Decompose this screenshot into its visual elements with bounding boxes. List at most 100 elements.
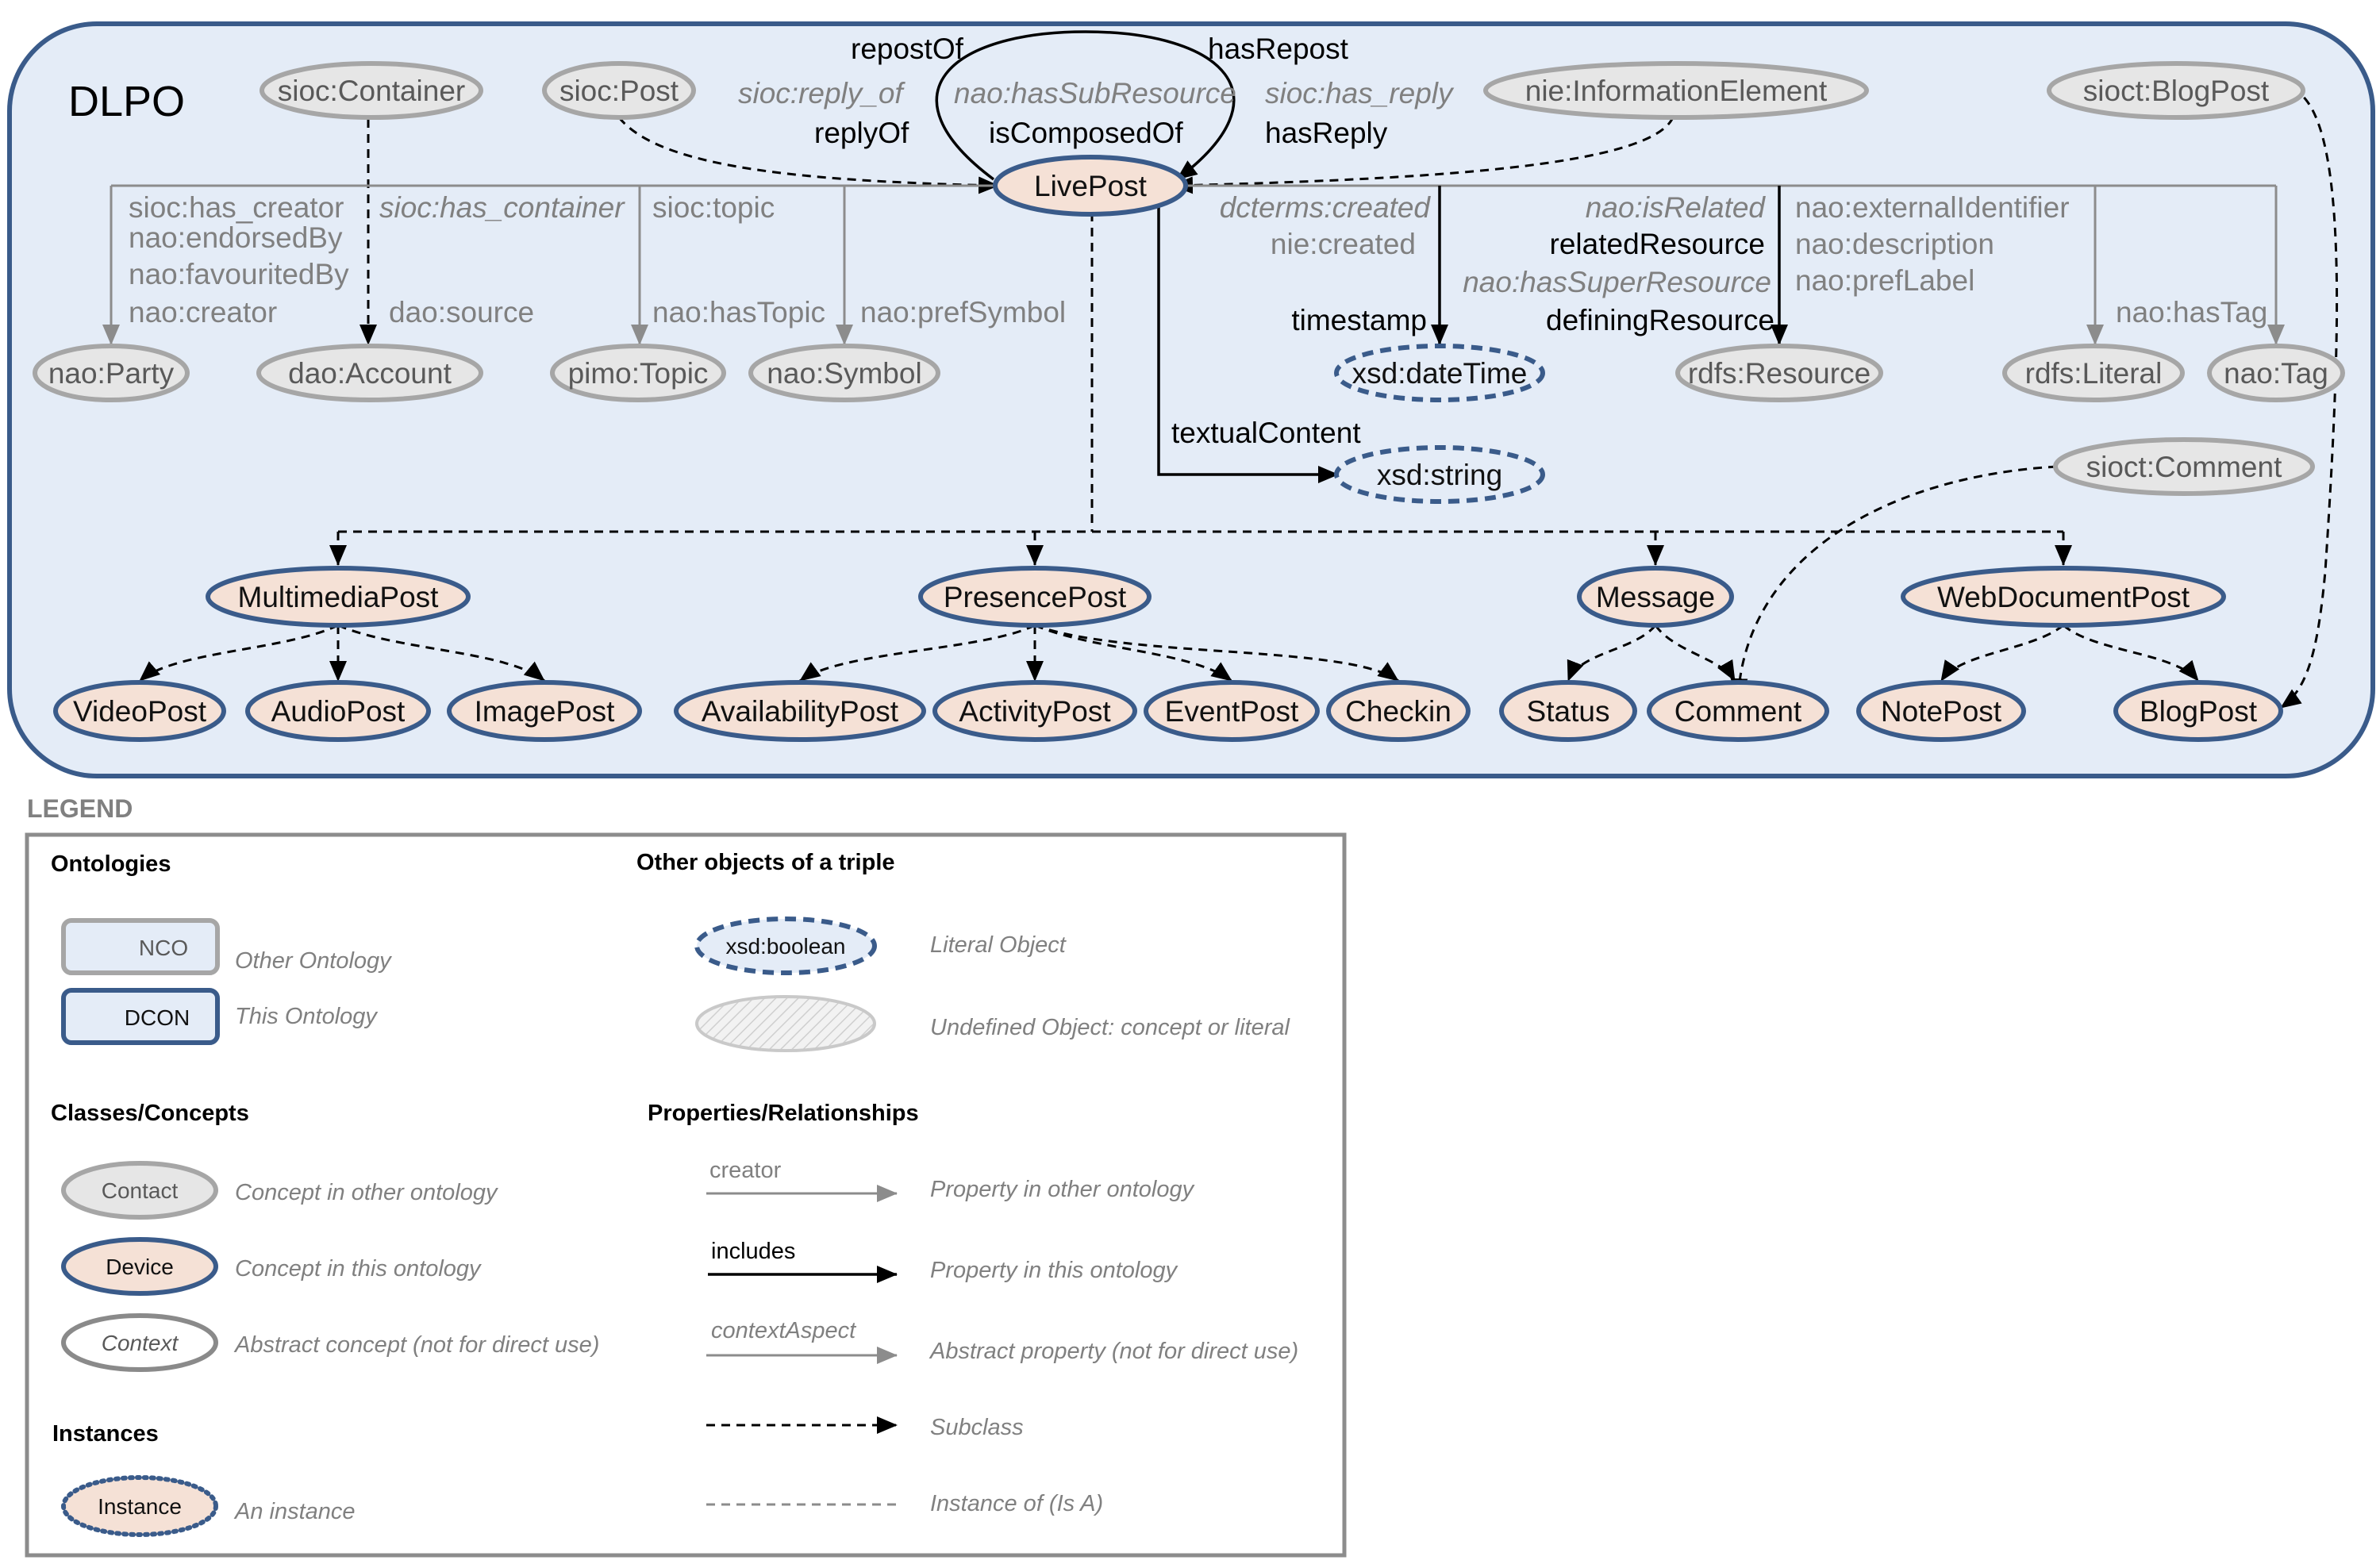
node-label: rdfs:Resource [1688, 357, 1871, 390]
legend-instance-sample [61, 1475, 218, 1537]
label-dao-source: dao:source [389, 296, 534, 329]
node-label: dao:Account [288, 357, 452, 390]
node-label: sioc:Post [559, 75, 679, 107]
legend-instance-desc: An instance [233, 1499, 356, 1524]
node-label: xsd:dateTime [1352, 357, 1528, 390]
node-presence-post: PresencePost [918, 566, 1152, 628]
legend-undefined-desc: Undefined Object: concept or literal [930, 1015, 1291, 1040]
legend-concept-other-sample-label: Contact [102, 1178, 179, 1203]
node-label: WebDocumentPost [1937, 581, 2190, 613]
node-comment: Comment [1647, 680, 1829, 742]
node-label: sioc:Container [278, 75, 466, 107]
label-nao-has-super-resource: nao:hasSuperResource [1463, 266, 1771, 298]
edge-to-notepost [1940, 624, 2064, 682]
legend-this-ontology-desc: This Ontology [235, 1004, 378, 1029]
node-dao-account: dao:Account [256, 344, 483, 402]
label-sioc-reply-of: sioc:reply_of [738, 77, 905, 110]
label-nao-endorsed-by: nao:endorsedBy [129, 221, 343, 254]
node-label: PresencePost [944, 581, 1127, 613]
node-label: Comment [1674, 695, 1802, 728]
legend-instances-heading: Instances [52, 1421, 159, 1447]
legend-property-this-sample: includes [711, 1239, 795, 1264]
edge-to-checkin [1034, 624, 1399, 682]
legend-this-ontology-sample [61, 988, 220, 1045]
legend: LEGEND Ontologies NCO Other Ontology DCO… [25, 794, 1347, 1558]
node-label: nao:Party [48, 357, 175, 390]
legend-concept-this-desc: Concept in this ontology [235, 1256, 482, 1282]
node-image-post: ImagePost [447, 680, 642, 742]
node-label: nie:InformationElement [1525, 75, 1828, 107]
legend-classes-heading: Classes/Concepts [51, 1101, 249, 1126]
node-availability-post: AvailabilityPost [674, 680, 926, 742]
node-label: ImagePost [475, 695, 616, 728]
node-label: MultimediaPost [238, 581, 440, 613]
node-blog-post: BlogPost [2113, 680, 2283, 742]
label-nie-created: nie:created [1271, 228, 1416, 260]
legend-frame [25, 832, 1347, 1558]
label-nao-description: nao:description [1795, 228, 1994, 260]
legend-literal-sample [694, 916, 877, 975]
label-nao-favourited-by: nao:favouritedBy [129, 258, 349, 290]
node-sioct-comment: sioct:Comment [2053, 437, 2315, 496]
legend-subclass-desc: Subclass [930, 1415, 1024, 1440]
label-repost-of: repostOf [851, 33, 964, 65]
node-nao-tag: nao:Tag [2207, 344, 2345, 402]
edge-to-blogpost [2063, 624, 2200, 682]
node-label: Status [1527, 695, 1610, 728]
legend-instance-sample-label: Instance [98, 1494, 182, 1519]
label-nao-has-tag: nao:hasTag [2116, 296, 2267, 329]
node-label: pimo:Topic [568, 357, 709, 390]
node-activity-post: ActivityPost [932, 680, 1137, 742]
legend-objects-heading: Other objects of a triple [636, 850, 895, 875]
label-timestamp: timestamp [1291, 304, 1427, 336]
legend-concept-abstract-sample [61, 1313, 218, 1372]
node-pimo-topic: pimo:Topic [550, 344, 726, 402]
node-sioc-post: sioc:Post [542, 61, 696, 120]
edge-to-availabilitypost [799, 624, 1036, 682]
node-label: LivePost [1034, 170, 1148, 202]
legend-concept-other-desc: Concept in other ontology [235, 1180, 498, 1205]
legend-instance-of-desc: Instance of (Is A) [930, 1491, 1103, 1516]
edge-nie-to-livepost [1172, 117, 1674, 194]
node-label: AvailabilityPost [702, 695, 899, 728]
node-sioc-container: sioc:Container [260, 61, 483, 120]
legend-literal-desc: Literal Object [930, 932, 1067, 958]
node-message: Message [1577, 566, 1734, 628]
label-has-reply: hasReply [1265, 117, 1388, 149]
legend-property-other-desc: Property in other ontology [930, 1177, 1195, 1202]
node-label: ActivityPost [959, 695, 1111, 728]
node-nao-party: nao:Party [33, 344, 190, 402]
edges [102, 30, 2339, 709]
legend-undefined-sample [695, 995, 876, 1052]
edge-to-videopost [139, 624, 339, 682]
label-nao-has-sub-resource: nao:hasSubResource [954, 77, 1236, 110]
node-label: nao:Tag [2224, 357, 2328, 390]
node-label: Checkin [1345, 695, 1451, 728]
node-label: nao:Symbol [767, 357, 921, 390]
label-is-composed-of: isComposedOf [989, 117, 1183, 149]
label-dcterms-created: dcterms:created [1220, 191, 1432, 224]
legend-property-other-sample: creator [709, 1158, 782, 1183]
node-sioct-blogpost: sioct:BlogPost [2047, 61, 2305, 120]
node-label: sioct:Comment [2086, 451, 2282, 483]
legend-title: LEGEND [27, 794, 133, 823]
node-label: Message [1596, 581, 1715, 613]
legend-other-ontology-desc: Other Ontology [235, 948, 392, 974]
edge-to-status [1567, 624, 1657, 682]
node-event-post: EventPost [1144, 680, 1320, 742]
edge-reply-loop [935, 30, 1236, 181]
legend-literal-sample-label: xsd:boolean [725, 934, 845, 959]
node-label: rdfs:Literal [2025, 357, 2163, 390]
legend-concept-this-sample-label: Device [106, 1255, 174, 1279]
label-nao-external-identifier: nao:externalIdentifier [1795, 191, 2070, 224]
label-sioc-has-container: sioc:has_container [379, 191, 625, 224]
edge-labels: repostOf hasRepost sioc:reply_of replyOf… [129, 33, 2267, 449]
edge-sioc-post-to-livepost [617, 117, 999, 194]
node-label: AudioPost [271, 695, 406, 728]
label-nao-is-related: nao:isRelated [1586, 191, 1767, 224]
legend-other-ontology-sample [61, 918, 220, 975]
legend-property-abstract-sample: contextAspect [711, 1318, 857, 1343]
legend-other-ontology-sample-label: NCO [139, 936, 188, 960]
node-rdfs-resource: rdfs:Resource [1675, 344, 1883, 402]
